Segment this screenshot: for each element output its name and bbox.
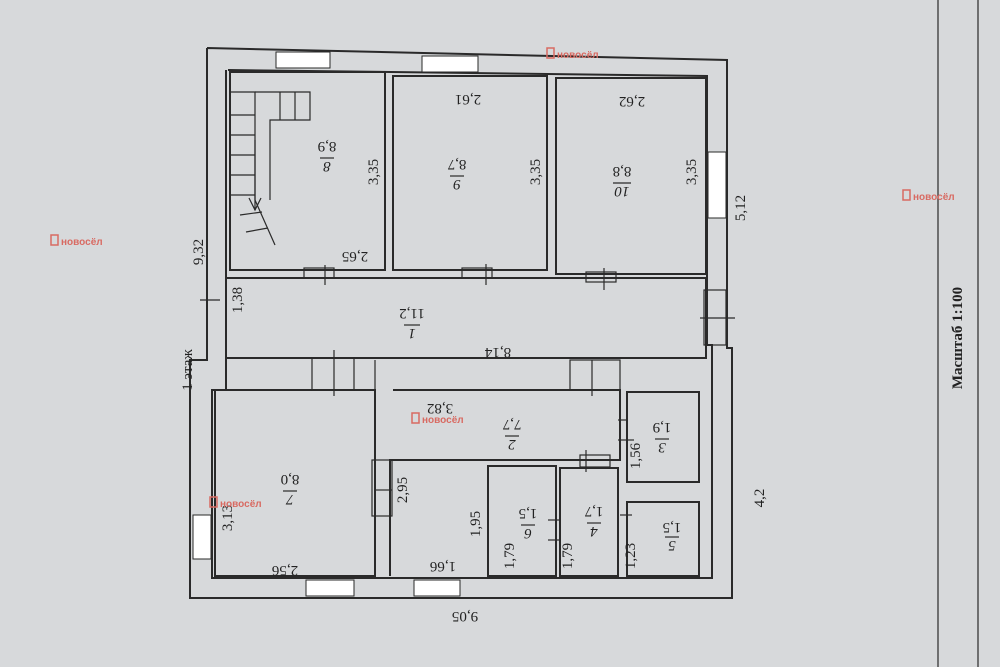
watermark-text: новосёл [913,192,955,203]
watermark-logo: новосёл [902,189,955,203]
room-label-3: 3 1,9 [653,419,672,455]
window [707,151,727,219]
room-label-6: 6 1,5 [519,505,538,541]
room-label-7: 7 8,0 [281,471,300,507]
room-number: 5 [668,537,676,553]
room-number: 9 [453,176,461,192]
room-10-outline [555,77,707,275]
dim-room9-width: 2,61 [455,91,481,107]
floor-label: 1 этаж [180,349,196,391]
room-area: 8,9 [318,138,337,154]
dim-room10-length: 3,35 [684,159,700,185]
dim-total-bottom: 9,05 [452,608,478,624]
watermark-logo: новосёл [546,47,599,61]
room-5-outline [626,501,700,577]
room-area: 8,8 [613,163,632,179]
watermark-logo: новосёл [50,234,103,248]
room-number: 10 [614,183,630,199]
room-area: 1,7 [584,503,603,519]
room-number: 2 [508,436,516,452]
room-4-outline [559,467,619,577]
doors [200,264,735,541]
window [275,51,331,69]
room-number: 8 [323,158,331,174]
dim-right-lower: 4,2 [752,489,768,508]
dim-room10-width: 2,62 [619,93,645,109]
watermark-text: новосёл [220,499,262,510]
dim-corridor-length: 8,14 [484,344,511,360]
dim-room2-width: 3,82 [427,400,453,416]
dim-room3-length: 1,56 [628,442,644,469]
room-area: 1,9 [653,419,672,435]
window [421,55,479,73]
room-8-outline [229,71,386,271]
room-label-5: 5 1,5 [663,519,682,553]
room-label-2: 2 7,7 [502,416,521,452]
watermark-house-icon [411,412,420,424]
dim-room5-length: 1,23 [623,543,639,569]
watermark-text: новосёл [61,237,103,248]
dim-room2-lower: 1,95 [468,511,484,537]
dim-room9-length: 3,35 [528,159,544,185]
scale-label: Масштаб 1:100 [950,287,966,389]
window [413,579,461,597]
room-number: 4 [590,523,598,539]
room-area: 1,5 [519,505,538,521]
room-7-outline [214,389,376,577]
room-label-9: 9 8,7 [447,156,466,192]
watermark-text: новосёл [422,415,464,426]
dim-room8-length: 3,35 [366,159,382,185]
room-number: 1 [408,325,416,341]
room-9-outline [392,75,548,271]
dim-room4-length: 1,79 [560,543,576,569]
room-area: 8,0 [281,471,300,487]
corridor-outline [225,277,707,359]
watermark-house-icon [902,189,911,201]
dim-room7-length: 3,13 [220,505,236,531]
room-6-outline [487,465,557,577]
dim-room6-length: 1,79 [502,543,518,569]
room-number: 7 [285,491,294,507]
watermark-logo: новосёл [209,496,262,510]
room-number: 6 [524,525,532,541]
room-label-4: 4 1,7 [584,503,603,539]
dim-room2-bottom: 1,66 [429,558,456,574]
dim-corridor-width: 1,38 [230,287,246,313]
dim-room7-width: 2,56 [271,562,298,578]
watermark-house-icon [209,496,218,508]
dim-right-upper: 5,12 [733,195,749,221]
window [192,514,212,560]
room-area: 11,2 [399,305,425,321]
window [305,579,355,597]
room-area: 1,5 [663,519,682,535]
room-label-1: 1 11,2 [399,305,425,341]
room-area: 8,7 [447,156,466,172]
dim-room2-length: 2,95 [395,477,411,503]
watermark-text: новосёл [557,50,599,61]
stairs [230,91,311,246]
room-area: 7,7 [502,416,521,432]
dim-total-left: 9,32 [191,239,207,265]
dim-room8-width: 2,65 [342,248,368,264]
watermark-house-icon [546,47,555,59]
watermark-house-icon [50,234,59,246]
room-label-10: 10 8,8 [613,163,632,199]
room-number: 3 [658,439,667,455]
room-3-outline [626,391,700,483]
watermark-logo: новосёл [411,412,464,426]
room-2-outline [389,389,621,576]
room-label-8: 8 8,9 [318,138,337,174]
outer-wall [189,47,733,599]
